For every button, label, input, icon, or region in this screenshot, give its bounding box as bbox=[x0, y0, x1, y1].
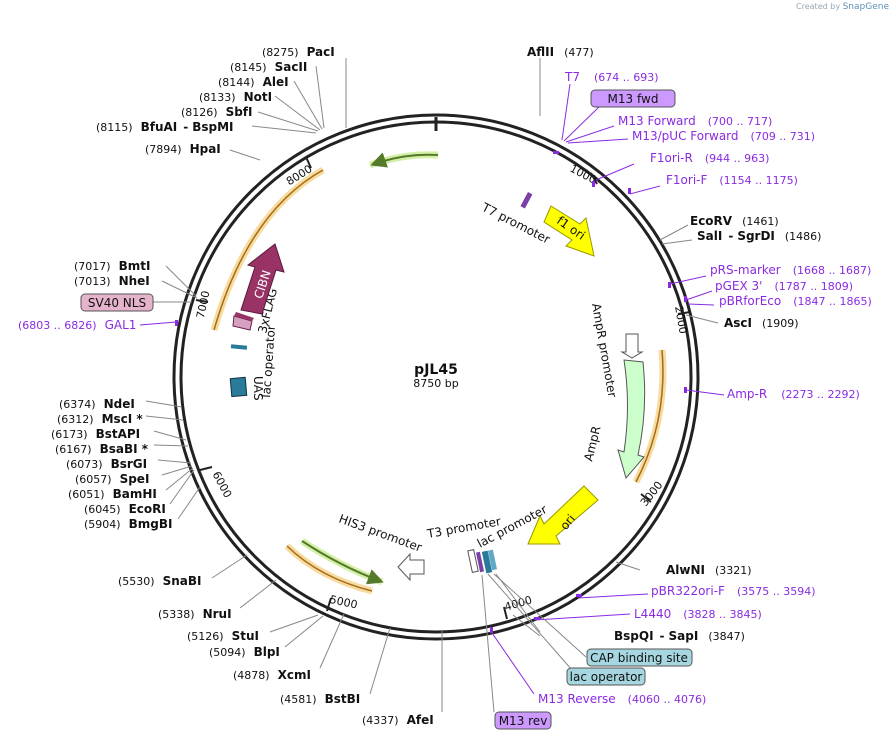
site-stui: (5126)StuI bbox=[187, 629, 259, 643]
site-afei: (4337)AfeI bbox=[362, 713, 434, 727]
ampr-arrow bbox=[617, 359, 646, 480]
site-ecorv: EcoRV(1461) bbox=[690, 214, 779, 228]
site-bmgbi: (5904)BmgBI bbox=[84, 517, 172, 531]
plasmid-size: 8750 bp bbox=[413, 377, 458, 390]
site-ecori: (6045)EcoRI bbox=[84, 502, 166, 516]
site-alwni: AlwNI(3321) bbox=[666, 563, 752, 577]
cluster-blue bbox=[487, 549, 498, 571]
m13-rev-label: M13 rev bbox=[499, 714, 548, 728]
site-msci: (6312)MscI * bbox=[57, 412, 143, 426]
primer-m13-reverse: M13 Reverse(4060 .. 4076) bbox=[538, 692, 706, 706]
site-sacii: (8145)SacII bbox=[230, 60, 307, 74]
site-aflii: AflII(477) bbox=[527, 45, 594, 59]
tick-label-6000: 6000 bbox=[210, 469, 235, 500]
site-bstbi: (4581)BstBI bbox=[280, 692, 360, 706]
site-nrui: (5338)NruI bbox=[158, 607, 232, 621]
primer-pgex3: pGEX 3'(1787 .. 1809) bbox=[715, 279, 853, 293]
site-bsrgi: (6073)BsrGI bbox=[66, 457, 147, 471]
uas-label: UAS bbox=[251, 376, 265, 401]
t7-marker bbox=[520, 191, 533, 209]
primer-prs-marker: pRS-marker(1668 .. 1687) bbox=[710, 263, 871, 277]
uas-box bbox=[229, 376, 248, 398]
green-arc-bottom-core bbox=[301, 540, 384, 585]
snapgene-brand: Created by SnapGene bbox=[796, 2, 889, 12]
primer-m13-puc-forward: M13/pUC Forward(709 .. 731) bbox=[632, 129, 815, 143]
primer-l4440: L4440(3828 .. 3845) bbox=[634, 607, 762, 621]
site-bamhi: (6051)BamHI bbox=[68, 487, 157, 501]
site-noti: (8133)NotI bbox=[199, 90, 272, 104]
lac-operator-left-label: lac operator bbox=[259, 325, 278, 399]
lac-operator-box bbox=[566, 667, 646, 686]
site-xcmi: (4878)XcmI bbox=[233, 668, 311, 682]
m13-fwd-label: M13 fwd bbox=[608, 92, 659, 106]
site-ndei: (6374)NdeI bbox=[59, 397, 135, 411]
primer-m13-forward: M13 Forward(700 .. 717) bbox=[618, 114, 772, 128]
site-sbfi: (8126)SbfI bbox=[181, 105, 253, 119]
orange-arc-bottom-core bbox=[286, 545, 373, 592]
primer-f1ori-r: F1ori-R(944 .. 963) bbox=[650, 151, 769, 165]
ampr-label: AmpR bbox=[581, 425, 603, 463]
m13-fwd-box bbox=[590, 89, 676, 108]
site-nhei: (7013)NheI bbox=[74, 274, 150, 288]
created-by-text: Created by bbox=[796, 2, 841, 11]
site-bstapi: (6173)BstAPI bbox=[51, 427, 140, 441]
site-paci: (8275)PacI bbox=[262, 45, 335, 59]
primer-gal1: (6803 .. 6826)GAL1 bbox=[18, 318, 136, 332]
green-arc-bottom bbox=[300, 538, 384, 586]
cluster-grey bbox=[467, 549, 479, 573]
f1-ori-arrow bbox=[543, 205, 595, 257]
lac-operator-left bbox=[230, 344, 248, 350]
his3-promoter-arrow bbox=[397, 552, 425, 582]
site-hpai: (7894)HpaI bbox=[145, 142, 221, 156]
orange-arc-left-core bbox=[213, 169, 324, 331]
scale-ticks bbox=[195, 156, 691, 620]
site-bsabi: (6167)BsaBI * bbox=[55, 442, 149, 456]
primer-f1ori-f: F1ori-F(1154 .. 1175) bbox=[666, 173, 798, 187]
cluster-purple bbox=[475, 551, 485, 573]
tick-label-2000: 2000 bbox=[672, 305, 690, 335]
site-snabi: (5530)SnaBI bbox=[118, 574, 201, 588]
primer-leader-lines bbox=[139, 83, 725, 695]
ampr-promoter-arrow bbox=[620, 333, 644, 359]
m13-rev-box bbox=[494, 711, 552, 730]
plasmid-name: pJL45 bbox=[414, 362, 458, 378]
site-bmti: (7017)BmtI bbox=[74, 259, 150, 273]
cluster-teal bbox=[481, 550, 493, 574]
site-spei: (6057)SpeI bbox=[75, 472, 149, 486]
flag-marker-top bbox=[234, 312, 254, 321]
orange-arc-right-core bbox=[635, 349, 664, 483]
t7-promoter-label: T7 promoter bbox=[479, 200, 553, 247]
primer-marks bbox=[175, 151, 687, 633]
flag-marker bbox=[232, 315, 253, 331]
primer-pbr322ori-f: pBR322ori-F(3575 .. 3594) bbox=[651, 584, 816, 598]
cap-site-label: CAP binding site bbox=[590, 651, 688, 665]
tick-label-5000: 5000 bbox=[329, 593, 359, 612]
orange-arc-bottom bbox=[284, 543, 373, 595]
site-bspqi: BspQI-SapI(3847) bbox=[614, 629, 745, 643]
lac-operator-box-label: lac operator bbox=[570, 670, 643, 684]
sv40-nls-label: SV40 NLS bbox=[88, 296, 146, 310]
site-sali: SalI-SgrDI(1486) bbox=[697, 229, 821, 243]
site-blpi: (5094)BlpI bbox=[209, 645, 280, 659]
primer-t7: T7(674 .. 693) bbox=[564, 70, 659, 84]
tick-label-7000: 7000 bbox=[194, 290, 213, 320]
green-arc-top-core bbox=[370, 152, 439, 168]
primer-pbrforeco: pBRforEco(1847 .. 1865) bbox=[719, 294, 872, 308]
backbone-outer bbox=[172, 113, 700, 641]
primer-amp-r: Amp-R(2273 .. 2292) bbox=[727, 387, 860, 401]
ori-arrow bbox=[527, 485, 599, 545]
box-leader-lines bbox=[152, 301, 587, 713]
leader-lines bbox=[145, 58, 719, 712]
site-alei: (8144)AleI bbox=[218, 75, 289, 89]
site-bfuai: (8115)BfuAI-BspMI bbox=[96, 120, 234, 134]
site-asci: AscI(1909) bbox=[724, 316, 799, 330]
ampr-promoter-label: AmpR promoter bbox=[589, 302, 619, 398]
his3-promoter-label: HIS3 promoter bbox=[337, 512, 424, 555]
sv40-nls-box bbox=[80, 293, 154, 312]
snapgene-logo: SnapGene bbox=[842, 2, 889, 12]
cap-site-box bbox=[586, 648, 693, 667]
cibn-arrow bbox=[240, 243, 285, 315]
